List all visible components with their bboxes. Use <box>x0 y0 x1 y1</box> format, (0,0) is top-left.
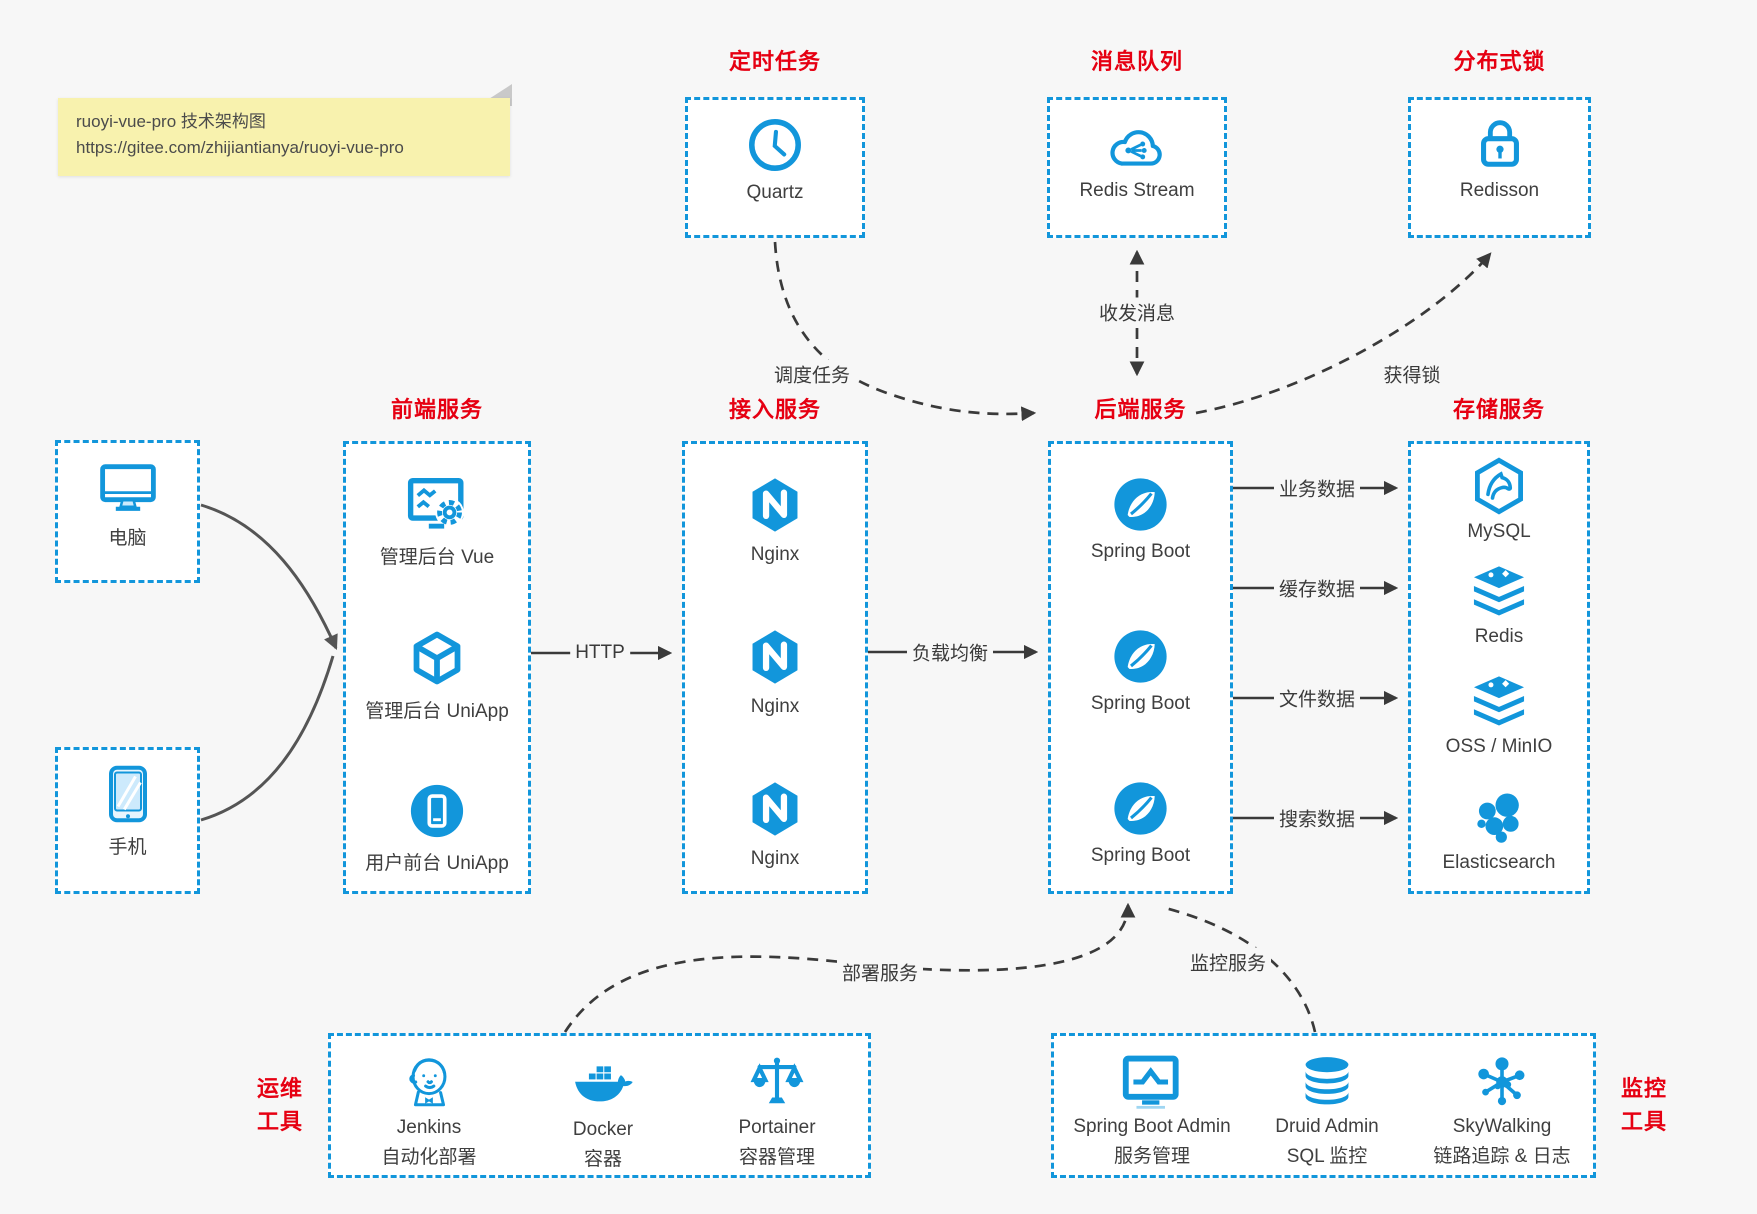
phone-box: 手机 <box>55 747 200 894</box>
gateway-box: Nginx Nginx Nginx <box>682 441 868 894</box>
node-label: Druid Admin <box>1275 1116 1379 1137</box>
group-title-gateway: 接入服务 <box>728 397 821 422</box>
node-label: Jenkins <box>396 1117 462 1138</box>
sticky-note: ruoyi-vue-pro 技术架构图 https://gitee.com/zh… <box>58 98 510 176</box>
redis-stream-box: Redis Stream <box>1047 97 1227 238</box>
nginx-icon <box>752 630 798 684</box>
node-label: Spring Boot <box>1090 693 1191 714</box>
node-label: Spring Boot <box>1090 541 1191 562</box>
node-label: Portainer <box>738 1117 816 1138</box>
computer-box: 电脑 <box>55 440 200 583</box>
group-title-backend: 后端服务 <box>1094 397 1187 422</box>
backend-box: Spring Boot Spring Boot Spring Boot <box>1048 441 1233 894</box>
jenkins-icon <box>409 1058 447 1107</box>
node-sublabel: 容器 <box>583 1149 622 1170</box>
node-sublabel: SQL 监控 <box>1286 1146 1368 1167</box>
redis-stack-icon <box>1473 566 1525 616</box>
clock-icon <box>749 119 801 171</box>
portainer-scales-icon <box>750 1057 804 1104</box>
spring-icon <box>1114 782 1167 835</box>
admin-vue-icon <box>407 478 464 529</box>
ops-tools-box: Jenkins 自动化部署 Docker 容器 <box>328 1033 871 1178</box>
edge-phone-to-frontend <box>200 655 335 822</box>
group-title-monitor-tools: 监控 工具 <box>1604 1072 1684 1138</box>
node-label: Nginx <box>750 848 800 869</box>
nginx-icon <box>752 478 798 532</box>
storage-stack-icon <box>1473 676 1525 726</box>
node-label: 管理后台 Vue <box>379 547 495 568</box>
nginx-icon <box>752 782 798 836</box>
node-label: Redis <box>1474 626 1524 647</box>
group-title-distributed-lock: 分布式锁 <box>1453 49 1546 74</box>
monitor-chart-icon <box>1122 1055 1179 1109</box>
edge-computer-to-frontend <box>200 503 338 651</box>
monitor-tools-box: Spring Boot Admin 服务管理 Druid Admin SQL 监… <box>1051 1033 1596 1178</box>
topology-icon <box>1478 1057 1525 1106</box>
ops-title-line1: 运维 <box>256 1076 303 1101</box>
edge-label-business-data: 业务数据 <box>1273 473 1361 503</box>
quartz-box: Quartz <box>685 97 865 238</box>
database-icon <box>1305 1057 1349 1105</box>
edge-label-acquire-lock: 获得锁 <box>1378 359 1446 389</box>
group-title-storage: 存储服务 <box>1452 397 1545 422</box>
monitor-title-line1: 监控 <box>1620 1076 1667 1101</box>
edge-acquire-lock <box>1195 252 1492 415</box>
node-sublabel: 服务管理 <box>1113 1146 1190 1167</box>
user-app-icon <box>410 784 464 838</box>
node-label: Quartz <box>746 182 804 203</box>
node-label: 电脑 <box>108 528 147 549</box>
mobile-icon <box>108 765 147 823</box>
note-url: https://gitee.com/zhijiantianya/ruoyi-vu… <box>76 138 404 157</box>
edge-label-deploy-service: 部署服务 <box>836 957 924 987</box>
redisson-box: Redisson <box>1408 97 1591 238</box>
node-sublabel: 自动化部署 <box>381 1147 477 1168</box>
storage-box: MySQL Redis <box>1408 441 1590 894</box>
frontend-box: 管理后台 Vue 管理后台 UniApp 用户前台 UniApp <box>343 441 531 894</box>
edge-label-file-data: 文件数据 <box>1273 683 1361 713</box>
mysql-icon <box>1475 457 1523 515</box>
node-label: Spring Boot Admin <box>1073 1116 1231 1137</box>
node-label: SkyWalking <box>1452 1116 1552 1137</box>
elasticsearch-icon <box>1477 793 1519 843</box>
desktop-icon <box>99 464 156 511</box>
spring-icon <box>1114 478 1167 531</box>
group-title-ops-tools: 运维 工具 <box>240 1072 320 1138</box>
group-title-frontend: 前端服务 <box>390 397 483 422</box>
edge-label-cache-data: 缓存数据 <box>1273 573 1361 603</box>
node-label: Redis Stream <box>1079 180 1195 201</box>
edge-label-schedule-job: 调度任务 <box>768 359 856 389</box>
node-label: Nginx <box>750 544 800 565</box>
node-label: OSS / MinIO <box>1445 736 1553 757</box>
edge-label-send-receive-msg: 收发消息 <box>1093 297 1181 327</box>
node-label: 用户前台 UniApp <box>365 853 509 874</box>
monitor-title-line2: 工具 <box>1620 1109 1667 1134</box>
uniapp-cube-icon <box>413 631 461 685</box>
docker-icon <box>575 1066 633 1102</box>
node-label: Nginx <box>750 696 800 717</box>
edge-label-load-balance: 负载均衡 <box>906 637 994 667</box>
node-label: Docker <box>572 1119 634 1140</box>
node-label: Redisson <box>1459 180 1540 201</box>
edge-label-http: HTTP <box>570 641 630 665</box>
node-sublabel: 链路追踪 & 日志 <box>1433 1146 1571 1167</box>
node-label: Spring Boot <box>1090 845 1191 866</box>
lock-icon <box>1480 120 1519 167</box>
cloud-stream-icon <box>1110 130 1162 166</box>
edge-label-monitor-service: 监控服务 <box>1184 947 1272 977</box>
ops-title-line2: 工具 <box>256 1109 303 1134</box>
node-label: MySQL <box>1467 521 1531 542</box>
note-title: ruoyi-vue-pro 技术架构图 <box>76 112 266 131</box>
node-label: Elasticsearch <box>1442 852 1556 873</box>
node-label: 管理后台 UniApp <box>365 701 509 722</box>
group-title-message-queue: 消息队列 <box>1090 49 1183 74</box>
node-label: 手机 <box>108 837 147 858</box>
spring-icon <box>1114 630 1167 683</box>
edge-label-search-data: 搜索数据 <box>1273 803 1361 833</box>
group-title-scheduled-task: 定时任务 <box>728 49 821 74</box>
node-sublabel: 容器管理 <box>738 1147 815 1168</box>
